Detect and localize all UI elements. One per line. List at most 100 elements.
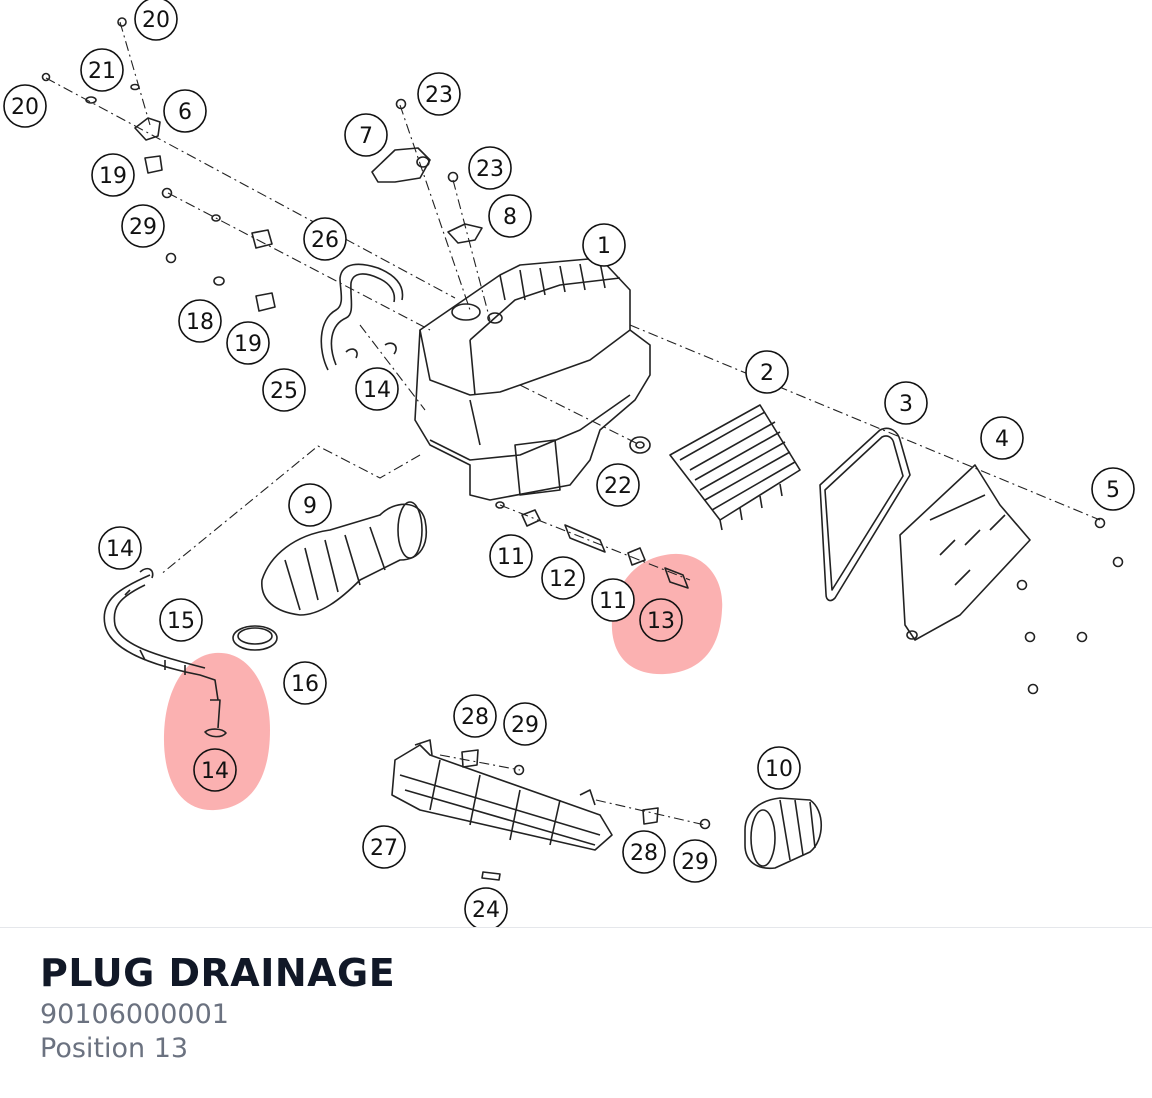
screw-part-20 — [41, 17, 127, 82]
callout-circle — [464, 887, 508, 928]
callout-20[interactable]: 20 — [134, 0, 178, 41]
callout-4[interactable]: 4 — [980, 416, 1024, 460]
cover-part-4 — [899, 464, 1031, 641]
callout-12[interactable]: 12 — [541, 556, 585, 600]
callout-1[interactable]: 1 — [582, 223, 626, 267]
callout-circle — [622, 830, 666, 874]
hose-part-26 — [320, 263, 404, 371]
callout-label: 26 — [311, 228, 339, 253]
callout-circle — [178, 299, 222, 343]
callout-label: 29 — [681, 850, 709, 875]
callout-19[interactable]: 19 — [226, 321, 270, 365]
callout-14[interactable]: 14 — [98, 526, 142, 570]
callout-21[interactable]: 21 — [80, 48, 124, 92]
nuts-part-29 — [513, 764, 711, 830]
callout-label: 15 — [167, 609, 195, 634]
exploded-parts-diagram: 2021206192972323812618192514234522914111… — [3, 0, 1135, 928]
callout-label: 14 — [106, 537, 134, 562]
callout-label: 28 — [461, 705, 489, 730]
drain-hose-part-15 — [103, 574, 219, 701]
callout-5[interactable]: 5 — [1091, 467, 1135, 511]
callout-28[interactable]: 28 — [453, 694, 497, 738]
fasteners-part-29 — [161, 187, 273, 264]
callout-16[interactable]: 16 — [283, 661, 327, 705]
callout-circle — [262, 368, 306, 412]
callout-3[interactable]: 3 — [884, 381, 928, 425]
bracket-part-8 — [447, 223, 483, 244]
callout-circle — [639, 598, 683, 642]
grommet-part-22 — [629, 436, 651, 454]
callout-label: 19 — [234, 332, 262, 357]
bracket-part-6 — [134, 117, 161, 141]
callout-26[interactable]: 26 — [303, 217, 347, 261]
highlight-blob-13[interactable] — [611, 553, 723, 675]
callout-circle — [673, 839, 717, 883]
callout-22[interactable]: 22 — [596, 463, 640, 507]
screws-part-23 — [395, 98, 459, 183]
callout-label: 1 — [597, 234, 611, 259]
callout-9[interactable]: 9 — [288, 483, 332, 527]
callout-label: 29 — [129, 215, 157, 240]
callout-19[interactable]: 19 — [91, 153, 135, 197]
callout-14[interactable]: 14 — [193, 748, 237, 792]
grommet-part-19 — [144, 155, 163, 174]
callout-13[interactable]: 13 — [639, 598, 683, 642]
callout-label: 7 — [359, 124, 373, 149]
callout-circle — [884, 381, 928, 425]
parts-artwork — [41, 17, 1124, 881]
axis-lines — [45, 21, 1101, 826]
duct-part-27 — [391, 739, 613, 851]
callout-circle — [489, 534, 533, 578]
callout-20[interactable]: 20 — [3, 84, 47, 128]
highlight-layer — [163, 553, 723, 811]
callout-label: 4 — [995, 427, 1009, 452]
callout-label: 10 — [765, 757, 793, 782]
callout-14[interactable]: 14 — [355, 367, 399, 411]
callout-label: 18 — [186, 310, 214, 335]
callout-28[interactable]: 28 — [622, 830, 666, 874]
callout-label: 20 — [11, 95, 39, 120]
callout-18[interactable]: 18 — [178, 299, 222, 343]
callout-circle — [757, 746, 801, 790]
callout-label: 5 — [1106, 478, 1120, 503]
callout-label: 11 — [497, 545, 525, 570]
callout-23[interactable]: 23 — [468, 146, 512, 190]
callout-7[interactable]: 7 — [344, 113, 388, 157]
callout-29[interactable]: 29 — [121, 204, 165, 248]
part-number: 90106000001 — [40, 999, 229, 1030]
callout-24[interactable]: 24 — [464, 887, 508, 928]
callout-29[interactable]: 29 — [503, 702, 547, 746]
callout-circle — [163, 89, 207, 133]
callout-circle — [468, 146, 512, 190]
divider — [0, 927, 1152, 928]
callout-circle — [745, 350, 789, 394]
highlight-blob-14[interactable] — [163, 652, 270, 811]
callout-label: 12 — [549, 567, 577, 592]
screws-part-5 — [1016, 517, 1124, 695]
callout-label: 29 — [511, 713, 539, 738]
clips-part-28 — [461, 749, 659, 825]
callout-15[interactable]: 15 — [159, 598, 203, 642]
callout-10[interactable]: 10 — [757, 746, 801, 790]
callout-circle — [453, 694, 497, 738]
callout-circle — [3, 84, 47, 128]
callout-label: 28 — [630, 841, 658, 866]
callout-29[interactable]: 29 — [673, 839, 717, 883]
callout-2[interactable]: 2 — [745, 350, 789, 394]
part-title: PLUG DRAINAGE — [40, 951, 396, 995]
callout-23[interactable]: 23 — [417, 72, 461, 116]
callout-11[interactable]: 11 — [591, 578, 635, 622]
callout-circle — [288, 483, 332, 527]
callout-label: 8 — [503, 205, 517, 230]
callout-27[interactable]: 27 — [362, 825, 406, 869]
clamp-part-14b — [139, 567, 154, 579]
callout-circle — [980, 416, 1024, 460]
callout-label: 21 — [88, 59, 116, 84]
callout-circle — [596, 463, 640, 507]
part-info-panel: PLUG DRAINAGE 90106000001 Position 13 — [40, 950, 395, 1066]
callout-11[interactable]: 11 — [489, 534, 533, 578]
callout-8[interactable]: 8 — [488, 194, 532, 238]
callout-label: 27 — [370, 836, 398, 861]
callout-6[interactable]: 6 — [163, 89, 207, 133]
callout-25[interactable]: 25 — [262, 368, 306, 412]
